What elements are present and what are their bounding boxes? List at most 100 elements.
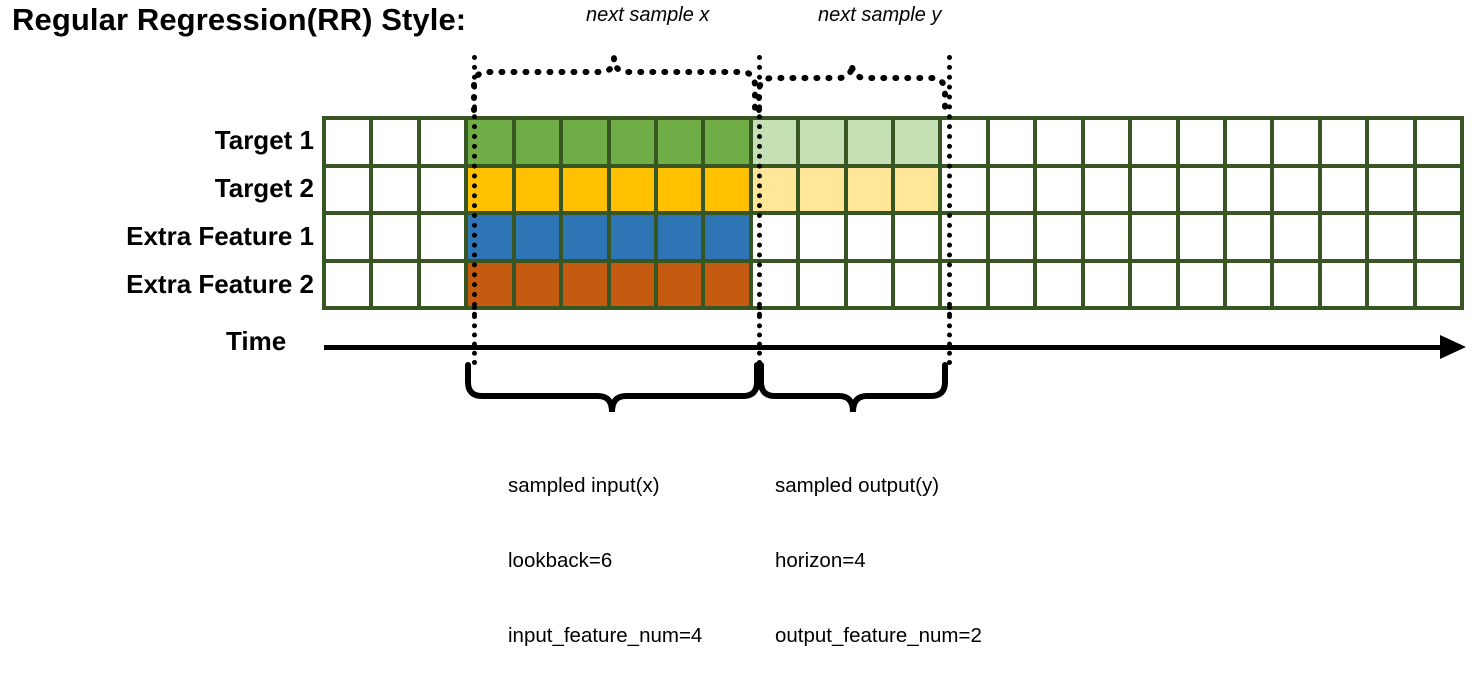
grid-cell-r1-c9 (705, 120, 749, 164)
annotation-output-line2: horizon=4 (775, 549, 866, 572)
grid-cell-r1-c15 (989, 120, 1034, 164)
grid-cell-r1-c21 (1274, 120, 1318, 164)
time-axis-line (324, 345, 1446, 350)
grid-cell-r1-c20 (1226, 120, 1271, 164)
row-label-target-1: Target 1 (214, 125, 314, 155)
guide-line-mid-lower (757, 305, 762, 365)
annotation-output-line3: output_feature_num=2 (775, 624, 982, 647)
grid-cell-r4-c6 (563, 262, 607, 306)
grid-cell-r3-c13 (895, 215, 939, 259)
grid-cell-r1-c8 (657, 120, 702, 164)
grid-cell-r4-c1 (326, 262, 370, 306)
brace-sampled-input (465, 362, 760, 413)
grid-cell-r1-c18 (1132, 120, 1176, 164)
grid-cell-r1-c1 (326, 120, 370, 164)
grid-cell-r2-c8 (657, 167, 702, 211)
grid-cell-r2-c18 (1132, 167, 1176, 211)
grid-cell-r4-c19 (1179, 262, 1223, 306)
grid-cell-r4-c21 (1274, 262, 1318, 306)
right-arrow-icon (1440, 335, 1466, 359)
grid-cell-r3-c19 (1179, 215, 1223, 259)
guide-line-output-lower (947, 305, 952, 365)
grid-cell-r4-c3 (420, 262, 465, 306)
grid-cell-r1-c7 (610, 120, 654, 164)
guide-line-output-end (947, 55, 952, 317)
grid-cell-r2-c20 (1226, 167, 1271, 211)
grid-cell-r2-c24 (1416, 167, 1460, 211)
grid-cell-r1-c22 (1321, 120, 1366, 164)
grid-cell-r2-c6 (563, 167, 607, 211)
annotation-sampled-input: sampled input(x) lookback=6 input_featur… (508, 423, 702, 698)
annotation-input-line1: sampled input(x) (508, 474, 660, 497)
annotation-input-line3: input_feature_num=4 (508, 624, 703, 647)
grid-cell-r4-c23 (1369, 262, 1413, 306)
annotation-sampled-output: sampled output(y) horizon=4 output_featu… (775, 423, 982, 698)
grid-cell-r1-c2 (373, 120, 417, 164)
grid-cell-r3-c23 (1369, 215, 1413, 259)
grid-cell-r3-c1 (326, 215, 370, 259)
grid-cell-r4-c9 (705, 262, 749, 306)
grid-cell-r3-c22 (1321, 215, 1366, 259)
grid-cell-r4-c22 (1321, 262, 1366, 306)
grid-cell-r2-c5 (515, 167, 560, 211)
grid-cell-r2-c16 (1037, 167, 1081, 211)
brace-sampled-output (758, 362, 948, 413)
grid-cell-r2-c23 (1369, 167, 1413, 211)
grid-cell-r3-c5 (515, 215, 560, 259)
grid-cell-r4-c16 (1037, 262, 1081, 306)
row-label-extra-feature-1: Extra Feature 1 (126, 221, 314, 251)
grid-cell-r3-c20 (1226, 215, 1271, 259)
guide-line-input-lower (472, 305, 477, 365)
grid-cell-r1-c12 (847, 120, 891, 164)
grid-cell-r3-c18 (1132, 215, 1176, 259)
grid-cell-r1-c3 (420, 120, 465, 164)
page-title: Regular Regression(RR) Style: (12, 2, 467, 37)
grid-cell-r3-c11 (800, 215, 844, 259)
brace-next-sample-x (471, 57, 758, 113)
grid-cell-r1-c5 (515, 120, 560, 164)
grid-cell-r2-c9 (705, 167, 749, 211)
grid-cell-r2-c17 (1084, 167, 1129, 211)
next-sample-y-label: next sample y (818, 4, 942, 26)
brace-next-sample-y (756, 63, 948, 113)
grid-cell-r4-c20 (1226, 262, 1271, 306)
guide-line-input-start (472, 55, 477, 317)
next-sample-x-label: next sample x (586, 4, 710, 26)
grid-cell-r4-c11 (800, 262, 844, 306)
grid-cell-r1-c24 (1416, 120, 1460, 164)
grid-cell-r2-c12 (847, 167, 891, 211)
grid-cell-r4-c13 (895, 262, 939, 306)
grid-cell-r3-c9 (705, 215, 749, 259)
annotation-output-line1: sampled output(y) (775, 474, 940, 497)
grid-cell-r4-c18 (1132, 262, 1176, 306)
grid-cell-r3-c24 (1416, 215, 1460, 259)
grid-cell-r3-c8 (657, 215, 702, 259)
grid-cell-r3-c17 (1084, 215, 1129, 259)
grid-cell-r1-c16 (1037, 120, 1081, 164)
guide-line-input-end (757, 55, 762, 317)
grid-cell-r3-c7 (610, 215, 654, 259)
grid-cell-r3-c21 (1274, 215, 1318, 259)
grid-cell-r2-c21 (1274, 167, 1318, 211)
row-label-target-2: Target 2 (214, 173, 314, 203)
grid-cell-r1-c13 (895, 120, 939, 164)
grid-cell-r2-c7 (610, 167, 654, 211)
grid-cell-r2-c1 (326, 167, 370, 211)
grid-cell-r1-c23 (1369, 120, 1413, 164)
grid-cell-r2-c13 (895, 167, 939, 211)
grid-cell-r4-c7 (610, 262, 654, 306)
timeseries-grid (322, 116, 1464, 310)
grid-cell-r1-c17 (1084, 120, 1129, 164)
grid-cell-r4-c2 (373, 262, 417, 306)
grid-cell-r3-c2 (373, 215, 417, 259)
row-label-extra-feature-2: Extra Feature 2 (126, 269, 314, 299)
grid-cell-r3-c3 (420, 215, 465, 259)
grid-cell-r4-c17 (1084, 262, 1129, 306)
grid-cell-r4-c12 (847, 262, 891, 306)
diagram-canvas: Regular Regression(RR) Style: next sampl… (12, 2, 1466, 647)
grid-cell-r4-c8 (657, 262, 702, 306)
grid-cell-r2-c2 (373, 167, 417, 211)
annotation-input-line2: lookback=6 (508, 549, 613, 572)
grid-cell-r3-c16 (1037, 215, 1081, 259)
grid-cell-r3-c6 (563, 215, 607, 259)
